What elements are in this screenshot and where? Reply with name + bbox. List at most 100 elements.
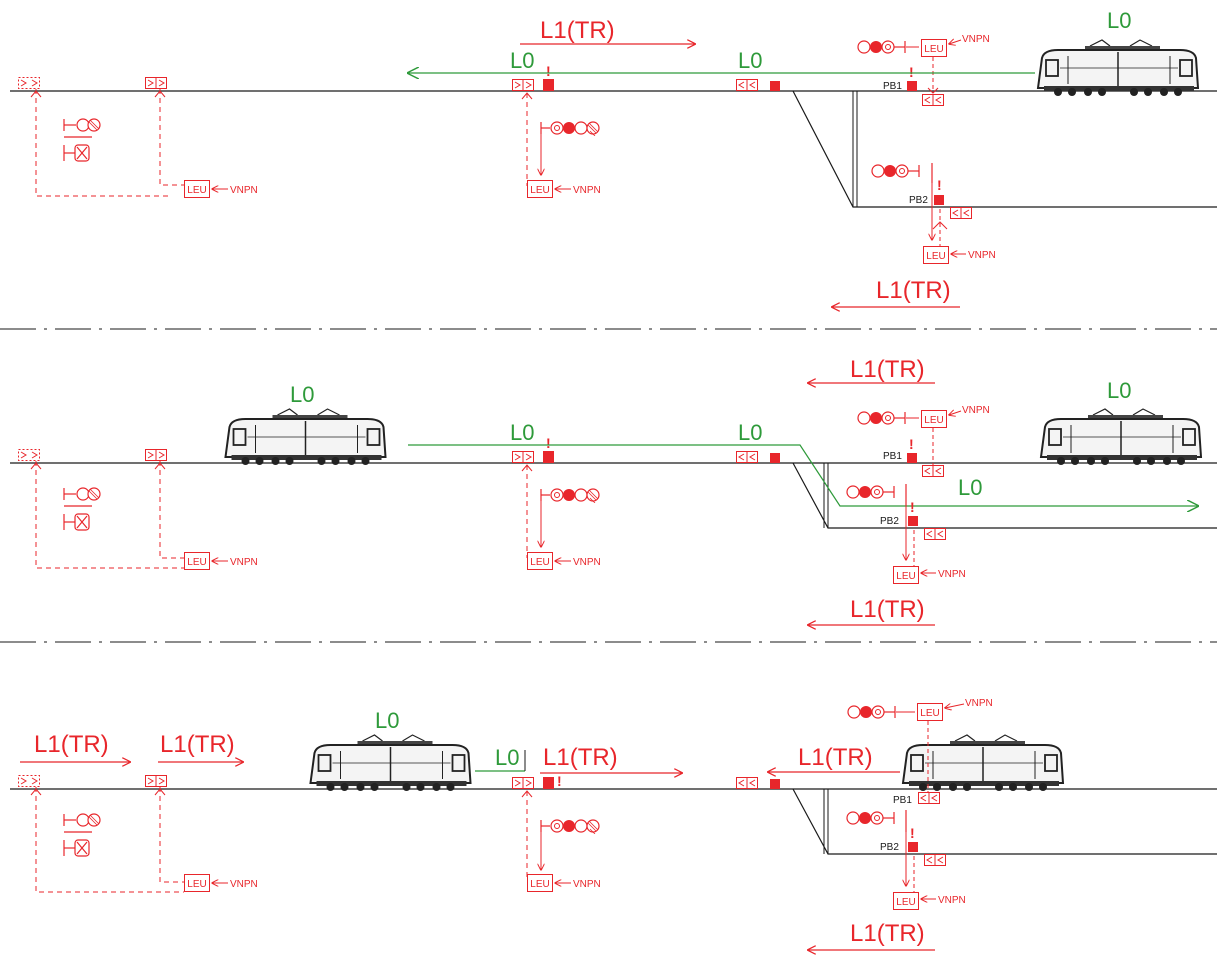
balise-marker (907, 81, 917, 91)
balise-pair (512, 451, 534, 463)
leu-label: LEU (924, 415, 943, 426)
leu-label: LEU (187, 879, 206, 890)
leu-label: LEU (920, 708, 939, 719)
wire-arrow (154, 462, 166, 470)
vnpn-label: VNPN (573, 557, 601, 568)
main-signal (540, 488, 600, 503)
balise-pair (145, 77, 167, 89)
pb1-label: PB1 (893, 795, 912, 806)
level-label-l0: L0 (958, 475, 982, 500)
balise-wiring (159, 89, 184, 186)
vnpn-arrow (945, 704, 965, 708)
wire-arrow (521, 790, 533, 798)
vnpn-label: VNPN (938, 895, 966, 906)
level-label-l0: L0 (738, 48, 762, 73)
exit-signal (857, 40, 906, 54)
balise-pair (145, 775, 167, 787)
warning-mark: ! (910, 825, 915, 841)
warning-mark: ! (937, 177, 942, 193)
leu-label: LEU (187, 557, 206, 568)
warning-mark: ! (557, 773, 562, 789)
wire-arrow (154, 788, 166, 796)
wire-arrow (154, 90, 166, 98)
balise-pair (918, 792, 940, 804)
warning-mark: ! (909, 436, 914, 452)
balise-wiring (159, 461, 184, 559)
leu-label: LEU (926, 251, 945, 262)
locomotive (1040, 408, 1202, 466)
balise-marker (908, 842, 918, 852)
level-label-l1tr: L1(TR) (540, 17, 615, 44)
balise-wiring (35, 787, 184, 893)
main-signal (540, 819, 600, 834)
vnpn-label: VNPN (962, 405, 990, 416)
level-label-l0: L0 (290, 382, 314, 407)
exit-signal (846, 485, 895, 499)
balise-marker (770, 453, 780, 463)
balise-dashed (18, 775, 40, 787)
warning-mark: ! (909, 64, 914, 80)
level-label-l0: L0 (738, 420, 762, 445)
locomotive (902, 734, 1064, 792)
exit-signal (846, 811, 895, 825)
vnpn-label: VNPN (230, 879, 258, 890)
leu-label: LEU (924, 44, 943, 55)
level-label-l1tr: L1(TR) (850, 356, 925, 383)
warning-mark: ! (910, 499, 915, 515)
panel-2: LEU VNPN L0 ! LEU VNPN L0 L0 L0 LEU VNPN… (10, 356, 1217, 625)
balise-pair (924, 528, 946, 540)
balise-marker (770, 779, 780, 789)
balise-pair (924, 854, 946, 866)
wire-arrow (521, 92, 533, 100)
level-label-l1tr: L1(TR) (850, 596, 925, 623)
balise-marker (543, 777, 554, 789)
leu-label: LEU (530, 185, 549, 196)
level-label-l0: L0 (510, 48, 534, 73)
level-label-l0: L0 (1107, 8, 1131, 33)
balise-marker (770, 81, 780, 91)
level-label-l0: L0 (510, 420, 534, 445)
leu-label: LEU (896, 897, 915, 908)
main-signal (540, 121, 600, 136)
siding-track (792, 462, 1217, 529)
warning-mark: ! (546, 435, 551, 451)
vnpn-label: VNPN (965, 698, 993, 709)
balise-pair (512, 79, 534, 91)
warning-mark: ! (546, 63, 551, 79)
level-label-l0: L0 (375, 708, 399, 733)
vnpn-label: VNPN (938, 569, 966, 580)
balise-marker (543, 451, 554, 463)
leu-label: LEU (530, 557, 549, 568)
vnpn-arrow (949, 40, 962, 44)
balise-marker (907, 453, 917, 463)
exit-signal (847, 705, 896, 719)
balise-wiring (159, 787, 184, 883)
vnpn-label: VNPN (968, 250, 996, 261)
balise-pair (922, 465, 944, 477)
pb1-label: PB1 (883, 451, 902, 462)
level-label-l1tr: L1(TR) (798, 744, 873, 771)
balise-pair (736, 451, 758, 463)
level-label-l1tr: L1(TR) (160, 731, 235, 758)
vnpn-label: VNPN (573, 879, 601, 890)
l0-route (408, 444, 1198, 506)
level-label-l1tr: L1(TR) (34, 731, 109, 758)
panel-3: LEU VNPN L1(TR) L1(TR) L0 L0 ! L1(TR) LE… (10, 698, 1217, 950)
balise-pair (145, 449, 167, 461)
balise-pair (950, 207, 972, 219)
wire-arrow (30, 90, 42, 98)
balise-pair (736, 79, 758, 91)
locomotive (309, 733, 472, 793)
balise-marker (934, 195, 944, 205)
wire-arrow (521, 464, 533, 472)
signal-symbols (63, 813, 101, 857)
wire-arrow (932, 221, 948, 230)
vnpn-arrow (949, 411, 962, 415)
signal-symbols (63, 487, 101, 531)
balise-pair (736, 777, 758, 789)
signal-symbols (63, 118, 101, 162)
siding-track (792, 788, 1217, 855)
pb2-label: PB2 (880, 842, 899, 853)
balise-pair (922, 94, 944, 106)
